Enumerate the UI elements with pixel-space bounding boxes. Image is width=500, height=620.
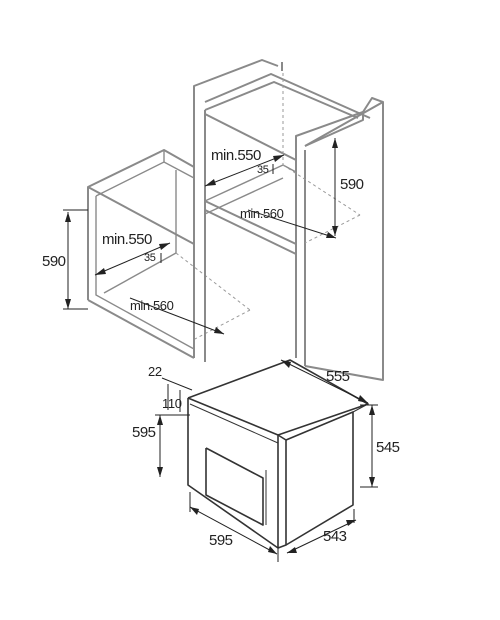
appliance-dimensions <box>155 359 378 562</box>
tall-cabinet-dimensions <box>204 138 338 239</box>
front-height-label: 595 <box>132 424 156 441</box>
tall-offset-label: 35 <box>257 164 269 176</box>
panel-height-label: 110 <box>162 396 182 411</box>
base-cabinet <box>87 149 251 359</box>
base-height-label: 590 <box>42 253 66 270</box>
front-thickness-label: 22 <box>148 364 162 379</box>
body-width-label: 543 <box>323 528 347 545</box>
tall-height-label: 590 <box>340 176 364 193</box>
base-cabinet-dimensions <box>63 209 225 335</box>
base-width-label: min.550 <box>102 231 152 248</box>
tall-depth-label: min.560 <box>240 206 284 221</box>
tall-cabinet <box>193 59 384 381</box>
body-height-label: 545 <box>376 439 400 456</box>
oven-appliance <box>187 359 369 549</box>
front-width-label: 595 <box>209 532 233 549</box>
tall-width-label: min.550 <box>211 147 261 164</box>
base-depth-label: min.560 <box>130 298 174 313</box>
base-offset-label: 35 <box>144 252 156 264</box>
body-depth-label: 555 <box>326 368 350 385</box>
